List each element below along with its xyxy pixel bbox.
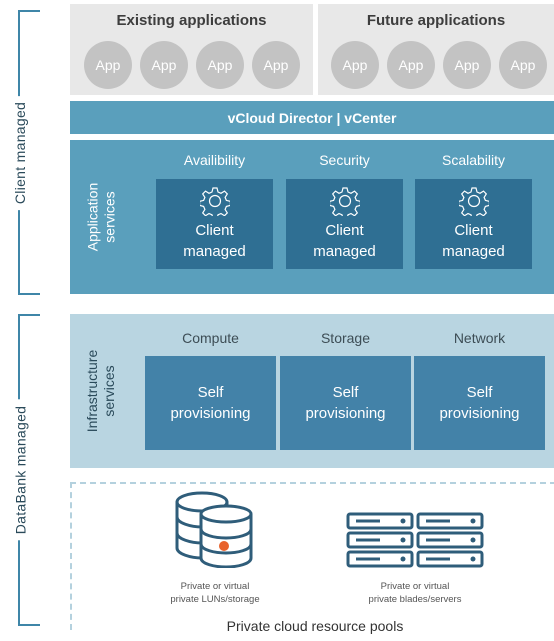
scalability-box: Client managed bbox=[415, 179, 532, 269]
infrastructure-services-label-line1: Infrastructure bbox=[84, 349, 101, 433]
client-managed-text: Client managed bbox=[12, 95, 29, 210]
existing-applications-title: Existing applications bbox=[116, 12, 267, 29]
compute-line1: Self bbox=[197, 384, 224, 401]
scalability-line1: Client bbox=[454, 222, 493, 239]
compute-heading: Compute bbox=[182, 330, 239, 346]
availability-line2: managed bbox=[183, 243, 246, 260]
compute-box: Self provisioning bbox=[145, 356, 276, 450]
application-services-label-line1: Application bbox=[84, 182, 100, 252]
security-line1: Client bbox=[325, 222, 364, 239]
storage-caption-line2: private LUNs/storage bbox=[170, 594, 260, 605]
app-circle: App bbox=[252, 41, 300, 89]
scalability-heading: Scalability bbox=[441, 152, 506, 168]
servers-caption-line1: Private or virtual bbox=[380, 581, 450, 592]
app-circle: App bbox=[443, 41, 491, 89]
security-line2: managed bbox=[313, 243, 376, 260]
gear-icon bbox=[458, 187, 489, 216]
database-icon bbox=[175, 491, 253, 568]
storage-caption-line1: Private or virtual bbox=[180, 581, 250, 592]
app-circle: App bbox=[84, 41, 132, 89]
servers-caption-line2: private blades/servers bbox=[368, 594, 462, 605]
storage-line1: Self bbox=[332, 384, 359, 401]
existing-applications-panel: Existing applications App App App App bbox=[70, 4, 313, 95]
future-applications-panel: Future applications App App App App bbox=[318, 4, 554, 95]
compute-line2: provisioning bbox=[170, 405, 251, 422]
storage-line2: provisioning bbox=[305, 405, 386, 422]
resource-pools-frame bbox=[70, 482, 554, 630]
application-services-label: Application services bbox=[70, 140, 132, 294]
storage-box: Self provisioning bbox=[280, 356, 411, 450]
databank-managed-text: DataBank managed bbox=[12, 399, 28, 541]
network-line1: Self bbox=[466, 384, 493, 401]
scalability-line2: managed bbox=[442, 243, 505, 260]
app-circle: App bbox=[196, 41, 244, 89]
availability-box: Client managed bbox=[156, 179, 273, 269]
application-services-label-line2: services bbox=[101, 191, 117, 243]
servers-caption: Private or virtual private blades/server… bbox=[340, 580, 490, 606]
resource-pools-title: Private cloud resource pools bbox=[150, 618, 480, 634]
databank-managed-label: DataBank managed bbox=[0, 314, 40, 626]
network-box: Self provisioning bbox=[414, 356, 545, 450]
network-line2: provisioning bbox=[439, 405, 520, 422]
server-rack-icon bbox=[346, 512, 484, 568]
storage-heading: Storage bbox=[320, 330, 371, 346]
vcloud-director-bar: vCloud Director | vCenter bbox=[70, 101, 554, 134]
network-heading: Network bbox=[453, 330, 506, 346]
app-circle: App bbox=[499, 41, 547, 89]
gear-icon bbox=[199, 187, 230, 216]
future-applications-title: Future applications bbox=[366, 12, 506, 29]
security-box: Client managed bbox=[286, 179, 403, 269]
app-circle: App bbox=[387, 41, 435, 89]
gear-icon bbox=[329, 187, 360, 216]
infrastructure-services-panel: Infrastructure services Compute Storage … bbox=[70, 314, 554, 468]
application-services-panel: Application services Availibility Securi… bbox=[70, 140, 554, 294]
app-circle: App bbox=[331, 41, 379, 89]
security-heading: Security bbox=[319, 152, 370, 168]
client-managed-label: Client managed bbox=[0, 10, 40, 295]
storage-caption: Private or virtual private LUNs/storage bbox=[140, 580, 290, 606]
availability-line1: Client bbox=[195, 222, 234, 239]
infrastructure-services-label: Infrastructure services bbox=[70, 314, 132, 468]
app-circle: App bbox=[140, 41, 188, 89]
infrastructure-services-label-line2: services bbox=[101, 365, 118, 417]
availability-heading: Availibility bbox=[183, 152, 246, 168]
